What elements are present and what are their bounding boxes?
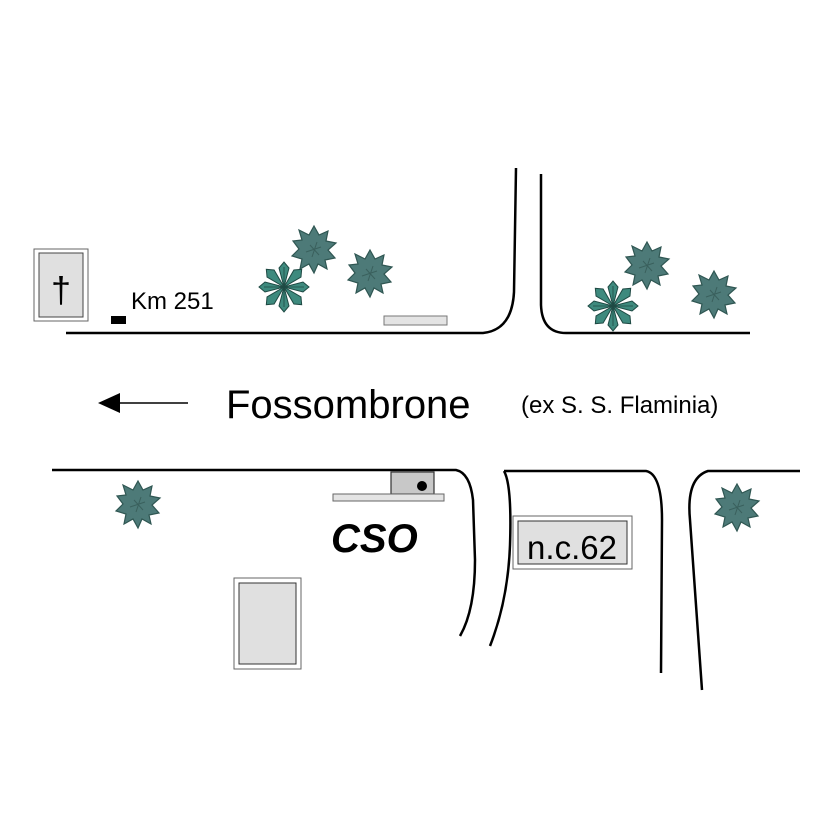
- cemetery-sign: †: [33, 248, 89, 322]
- tree-icon: [691, 270, 737, 319]
- tree-icon: [714, 483, 760, 532]
- cso-device: [332, 471, 445, 502]
- building: [233, 577, 302, 670]
- cross-icon: †: [51, 269, 71, 310]
- road-edge-top-right: [539, 174, 750, 335]
- road-side-bar: [383, 315, 448, 326]
- cso-label: CSO: [331, 517, 418, 561]
- road-name: Fossombrone: [226, 383, 471, 427]
- km-marker-post: [111, 316, 126, 324]
- road-edge-bottom-left: [52, 468, 477, 637]
- side-road-right-edge: [504, 469, 664, 674]
- house-number-box: n.c.62: [512, 515, 633, 570]
- shrub-icon: [587, 280, 639, 332]
- tree-icon: [347, 249, 393, 298]
- tree-icon: [115, 480, 161, 529]
- house-number: n.c.62: [527, 529, 617, 566]
- road-note: (ex S. S. Flaminia): [521, 392, 718, 419]
- tree-icon: [291, 225, 337, 274]
- side-road-left-edge: [488, 470, 512, 647]
- road-edge-top-left: [66, 167, 518, 335]
- road-edge-bottom-right: [688, 469, 800, 691]
- arrow-left-icon: [98, 393, 188, 413]
- road-edges: [52, 167, 800, 691]
- shrub-icon: [258, 261, 310, 313]
- tree-icon: [624, 241, 670, 290]
- km-marker-label: Km 251: [131, 288, 214, 315]
